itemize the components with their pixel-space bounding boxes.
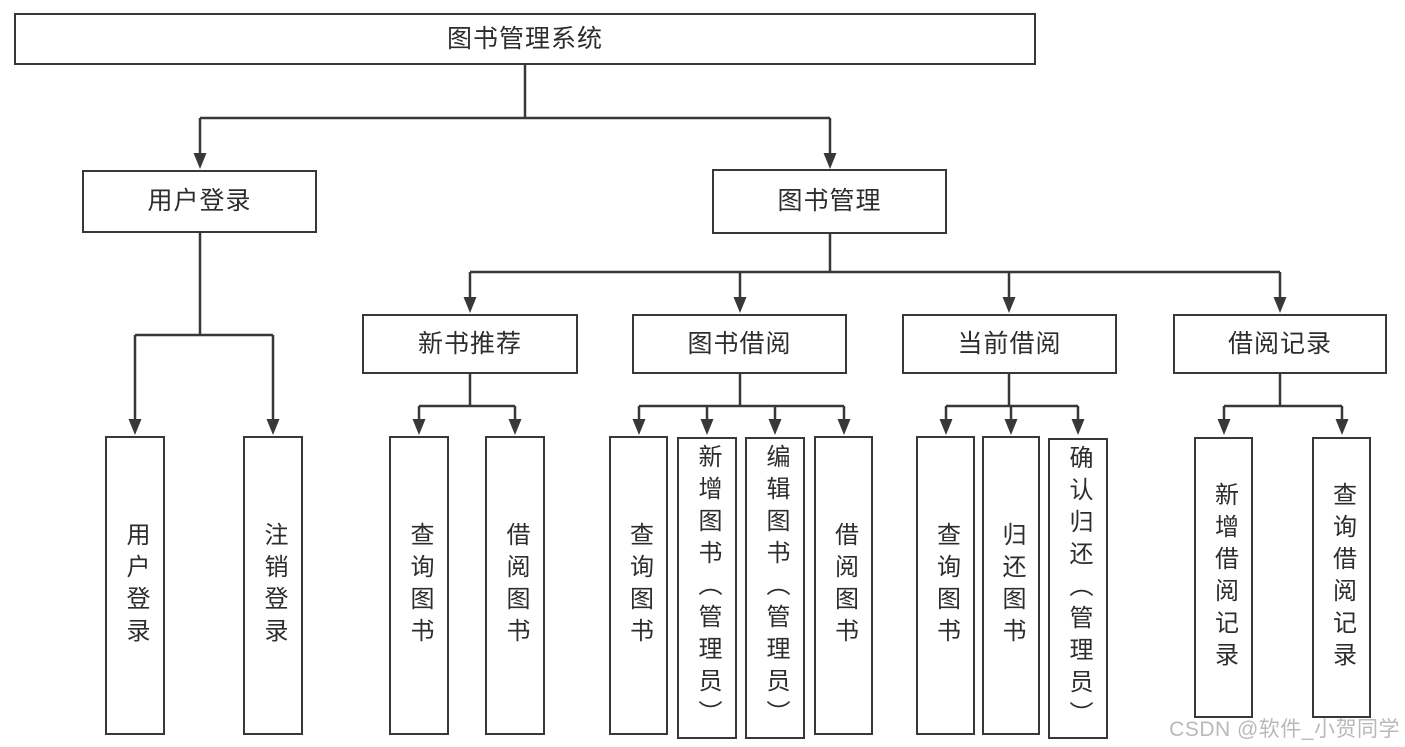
arrow-down-icon <box>939 419 953 435</box>
arrow-down-icon <box>412 419 426 435</box>
connector-new-book-rec-to-leaves <box>417 374 517 423</box>
arrow-down-icon <box>632 419 646 435</box>
arrow-down-icon <box>733 297 747 313</box>
node-user-login: 用户登录 <box>82 170 317 233</box>
connector-user-login-to-leaves <box>133 233 275 423</box>
node-current-borrowing: 当前借阅 <box>902 314 1117 374</box>
leaf-label: 归还图书 <box>998 521 1025 650</box>
arrow-down-icon <box>1071 419 1085 435</box>
node-new-book-recommendation: 新书推荐 <box>362 314 578 374</box>
connector-root-to-level2 <box>198 65 832 157</box>
leaf-logout-login: 注销登录 <box>243 436 303 735</box>
leaf-label: 查询借阅记录 <box>1328 481 1356 674</box>
arrow-down-icon <box>823 153 837 169</box>
leaf-return-books: 归还图书 <box>982 436 1040 735</box>
arrow-down-icon <box>128 419 142 435</box>
leaf-edit-books-admin: 编辑图书（管理员） <box>745 437 805 739</box>
arrow-down-icon <box>1002 297 1016 313</box>
leaf-query-books-current: 查询图书 <box>916 436 975 735</box>
connector-book-mgmt-to-level3 <box>468 234 1282 301</box>
node-book-management: 图书管理 <box>712 169 947 234</box>
leaf-borrow-books-recommend: 借阅图书 <box>485 436 545 735</box>
leaf-label: 新增借阅记录 <box>1210 481 1238 674</box>
leaf-label: 用户登录 <box>122 521 149 650</box>
node-book-borrowing: 图书借阅 <box>632 314 847 374</box>
leaf-label: 新增图书（管理员） <box>694 444 721 732</box>
arrow-down-icon <box>266 419 280 435</box>
arrow-down-icon <box>1004 419 1018 435</box>
leaf-confirm-return-admin: 确认归还（管理员） <box>1048 438 1108 739</box>
leaf-label: 查询图书 <box>406 521 433 650</box>
connector-current-borrow-to-leaves <box>944 374 1080 423</box>
leaf-label: 注销登录 <box>260 521 287 650</box>
arrow-down-icon <box>463 297 477 313</box>
connector-borrow-records-to-leaves <box>1222 374 1344 423</box>
connector-book-borrow-to-leaves <box>637 374 846 423</box>
leaf-borrow-books: 借阅图书 <box>814 436 873 735</box>
leaf-query-books-borrow: 查询图书 <box>609 436 668 735</box>
arrow-down-icon <box>700 419 714 435</box>
arrow-down-icon <box>837 419 851 435</box>
leaf-label: 借阅图书 <box>502 521 529 650</box>
leaf-add-borrow-record: 新增借阅记录 <box>1194 437 1253 718</box>
node-root-system: 图书管理系统 <box>14 13 1036 65</box>
leaf-label: 编辑图书（管理员） <box>762 444 789 732</box>
leaf-label: 借阅图书 <box>830 521 858 650</box>
arrow-down-icon <box>1335 419 1349 435</box>
arrow-down-icon <box>1217 419 1231 435</box>
leaf-label: 查询图书 <box>625 521 653 650</box>
leaf-add-books-admin: 新增图书（管理员） <box>677 437 737 739</box>
node-borrowing-records: 借阅记录 <box>1173 314 1387 374</box>
arrow-down-icon <box>508 419 522 435</box>
csdn-watermark: CSDN @软件_小贺同学 <box>1169 718 1400 741</box>
leaf-user-login: 用户登录 <box>105 436 165 735</box>
arrow-down-icon <box>1273 297 1287 313</box>
arrow-down-icon <box>193 153 207 169</box>
arrow-down-icon <box>768 419 782 435</box>
leaf-label: 确认归还（管理员） <box>1065 444 1092 733</box>
leaf-query-books-recommend: 查询图书 <box>389 436 449 735</box>
leaf-query-borrow-record: 查询借阅记录 <box>1312 437 1371 718</box>
leaf-label: 查询图书 <box>932 521 960 650</box>
